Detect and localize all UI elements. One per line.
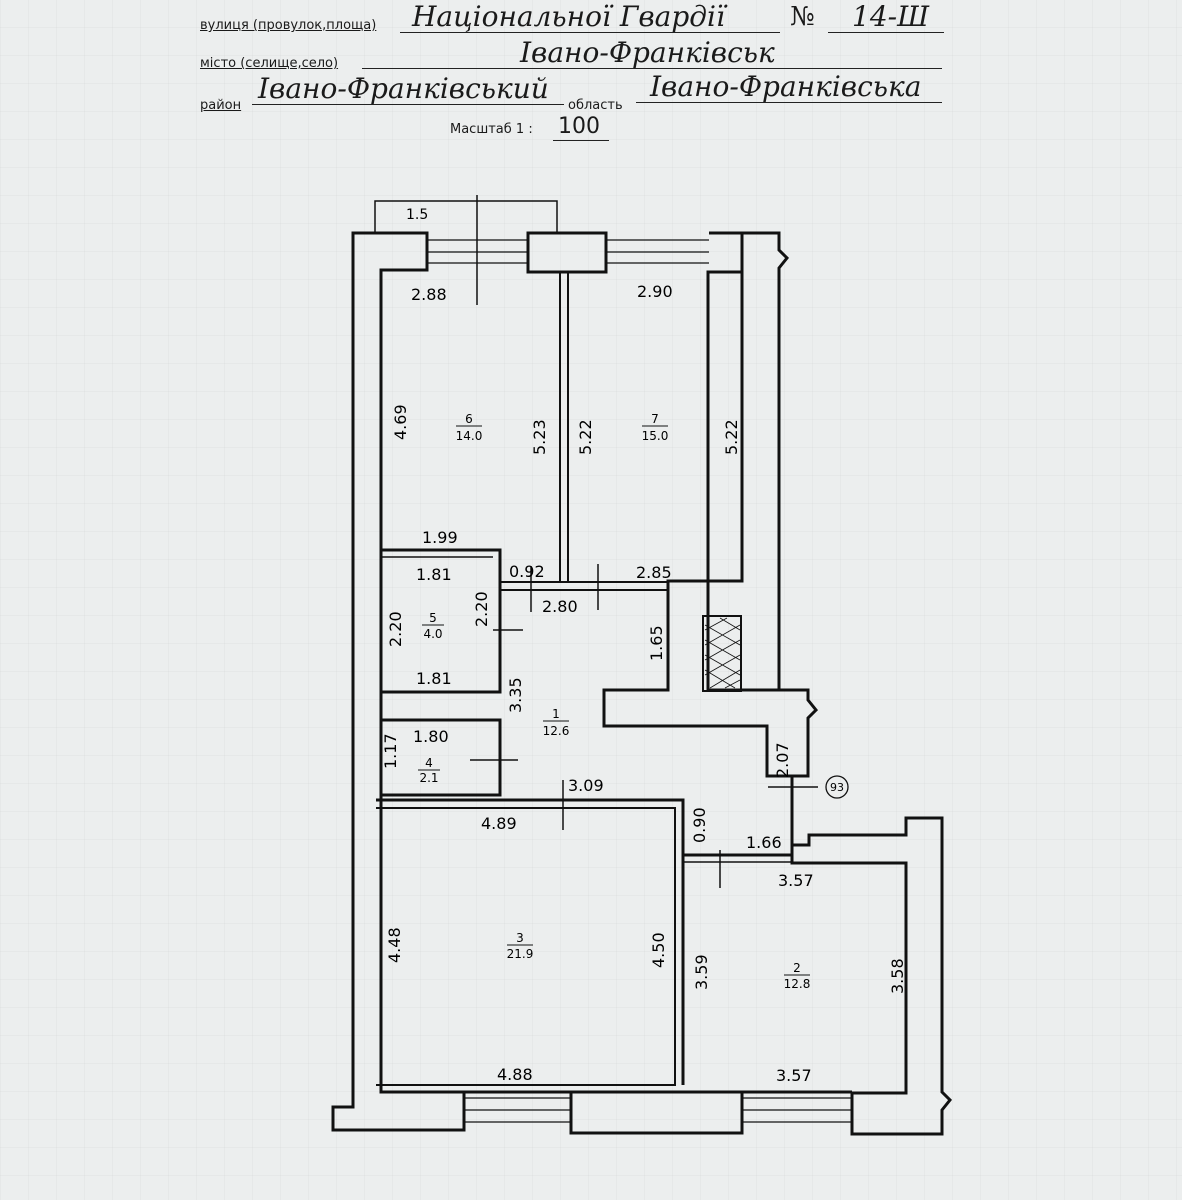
dim-r3-top: 4.89 bbox=[481, 814, 517, 833]
chimney-hatch bbox=[704, 617, 741, 689]
region-label: область bbox=[568, 98, 623, 113]
room-1-number: 1 bbox=[552, 707, 560, 721]
dim-r6-right: 5.23 bbox=[530, 419, 549, 455]
dim-r3-right: 4.50 bbox=[649, 932, 668, 968]
room-4-area: 2.1 bbox=[419, 771, 438, 785]
district-value: Івано-Франківський bbox=[258, 72, 549, 105]
street-label: вулиця (провулок,площа) bbox=[200, 18, 377, 33]
room-2-area: 12.8 bbox=[784, 977, 811, 991]
dim-door-092: 0.92 bbox=[509, 562, 545, 581]
room-labels: 6 14.0 7 15.0 5 4.0 1 12.6 4 2.1 3 21.9 … bbox=[418, 412, 810, 991]
scale-underline bbox=[553, 140, 609, 141]
number-label: № bbox=[790, 2, 815, 32]
dim-corr-090: 0.90 bbox=[690, 807, 709, 843]
room-7-area: 15.0 bbox=[642, 429, 669, 443]
dim-r5-bottom: 1.81 bbox=[416, 669, 452, 688]
room-6-area: 14.0 bbox=[456, 429, 483, 443]
dim-hall-bottom: 3.09 bbox=[568, 776, 604, 795]
number-value: 14-Ш bbox=[852, 0, 930, 33]
dim-r6-left: 4.69 bbox=[391, 404, 410, 440]
top-window-glass bbox=[427, 239, 709, 264]
marker-text: 93 bbox=[830, 781, 844, 794]
dim-r4-left: 1.17 bbox=[381, 733, 400, 769]
city-label: місто (селище,село) bbox=[200, 56, 339, 71]
region-underline bbox=[636, 102, 942, 103]
marker-circle bbox=[825, 775, 849, 799]
dim-r4-top: 1.80 bbox=[413, 727, 449, 746]
wall-right-step bbox=[779, 688, 819, 778]
room-6-number: 6 bbox=[465, 412, 473, 426]
bottom-window-glass bbox=[464, 1097, 852, 1123]
dim-r7-left: 5.22 bbox=[576, 419, 595, 455]
street-row: вулиця (провулок,площа) bbox=[200, 14, 376, 33]
room-3-number: 3 bbox=[516, 931, 524, 945]
dim-r2-bottom: 3.57 bbox=[776, 1066, 812, 1085]
room-4-number: 4 bbox=[425, 756, 433, 770]
dim-r2-right: 3.58 bbox=[888, 958, 907, 994]
dim-r5-top: 1.81 bbox=[416, 565, 452, 584]
dim-r2-left: 3.59 bbox=[692, 954, 711, 990]
dim-corr-166: 1.66 bbox=[746, 833, 782, 852]
region-row: область bbox=[568, 94, 623, 113]
district-underline bbox=[252, 104, 564, 105]
dim-r5-left: 2.20 bbox=[386, 611, 405, 647]
room-1-area: 12.6 bbox=[543, 724, 570, 738]
room-5-area: 4.0 bbox=[423, 627, 442, 641]
chimney bbox=[702, 615, 742, 692]
dim-r3-bottom: 4.88 bbox=[497, 1065, 533, 1084]
dim-balcony: 1.5 bbox=[406, 207, 428, 223]
dim-r5-right: 2.20 bbox=[472, 591, 491, 627]
city-value: Івано-Франківськ bbox=[520, 36, 775, 69]
outer-wall-bottom bbox=[464, 1090, 852, 1135]
dims-vertical: 4.69 5.23 5.22 5.22 2.20 2.20 1.65 3.35 … bbox=[381, 404, 907, 994]
dim-hall-top: 2.80 bbox=[542, 597, 578, 616]
room-3-area: 21.9 bbox=[507, 947, 534, 961]
street-value: Національної Гвардії bbox=[412, 0, 725, 33]
door-markers bbox=[470, 195, 818, 888]
partition-hall-top bbox=[500, 581, 668, 591]
dim-hall-right: 1.65 bbox=[647, 625, 666, 661]
district-label: район bbox=[200, 98, 242, 113]
outer-wall-right bbox=[602, 272, 953, 1136]
partition-room3-top bbox=[376, 798, 792, 857]
region-value: Івано-Франківська bbox=[650, 70, 922, 103]
dim-r6-top: 2.88 bbox=[411, 285, 447, 304]
dim-r2-top: 3.57 bbox=[778, 871, 814, 890]
dim-corr-right: 2.07 bbox=[773, 742, 792, 778]
dim-hall-left: 3.35 bbox=[506, 677, 525, 713]
room4-outline bbox=[381, 718, 502, 797]
dim-r7-bottom: 2.85 bbox=[636, 563, 672, 582]
room5-outline bbox=[381, 548, 502, 694]
wall-pier-top bbox=[526, 231, 608, 274]
room3-inner bbox=[376, 807, 676, 1086]
balcony-outline bbox=[374, 200, 558, 232]
district-row: район bbox=[200, 94, 241, 113]
street-underline bbox=[400, 32, 780, 33]
city-underline bbox=[362, 68, 942, 69]
scale-label: Масштаб 1 : bbox=[450, 122, 533, 137]
scale-value: 100 bbox=[558, 114, 600, 139]
dim-r7-right: 5.22 bbox=[722, 419, 741, 455]
room-7-number: 7 bbox=[651, 412, 659, 426]
room-5-number: 5 bbox=[429, 611, 437, 625]
city-row: місто (селище,село) bbox=[200, 52, 338, 71]
room-2-number: 2 bbox=[793, 961, 801, 975]
dim-r5-topwall: 1.99 bbox=[422, 528, 458, 547]
dim-r7-top: 2.90 bbox=[637, 282, 673, 301]
partition-6-7 bbox=[559, 272, 569, 582]
dims-horizontal: 2.88 2.90 1.99 1.81 0.92 2.85 2.80 1.81 … bbox=[411, 282, 814, 1085]
dim-r3-left: 4.48 bbox=[385, 927, 404, 963]
number-underline bbox=[828, 32, 944, 33]
outer-wall-top-right bbox=[706, 231, 790, 692]
